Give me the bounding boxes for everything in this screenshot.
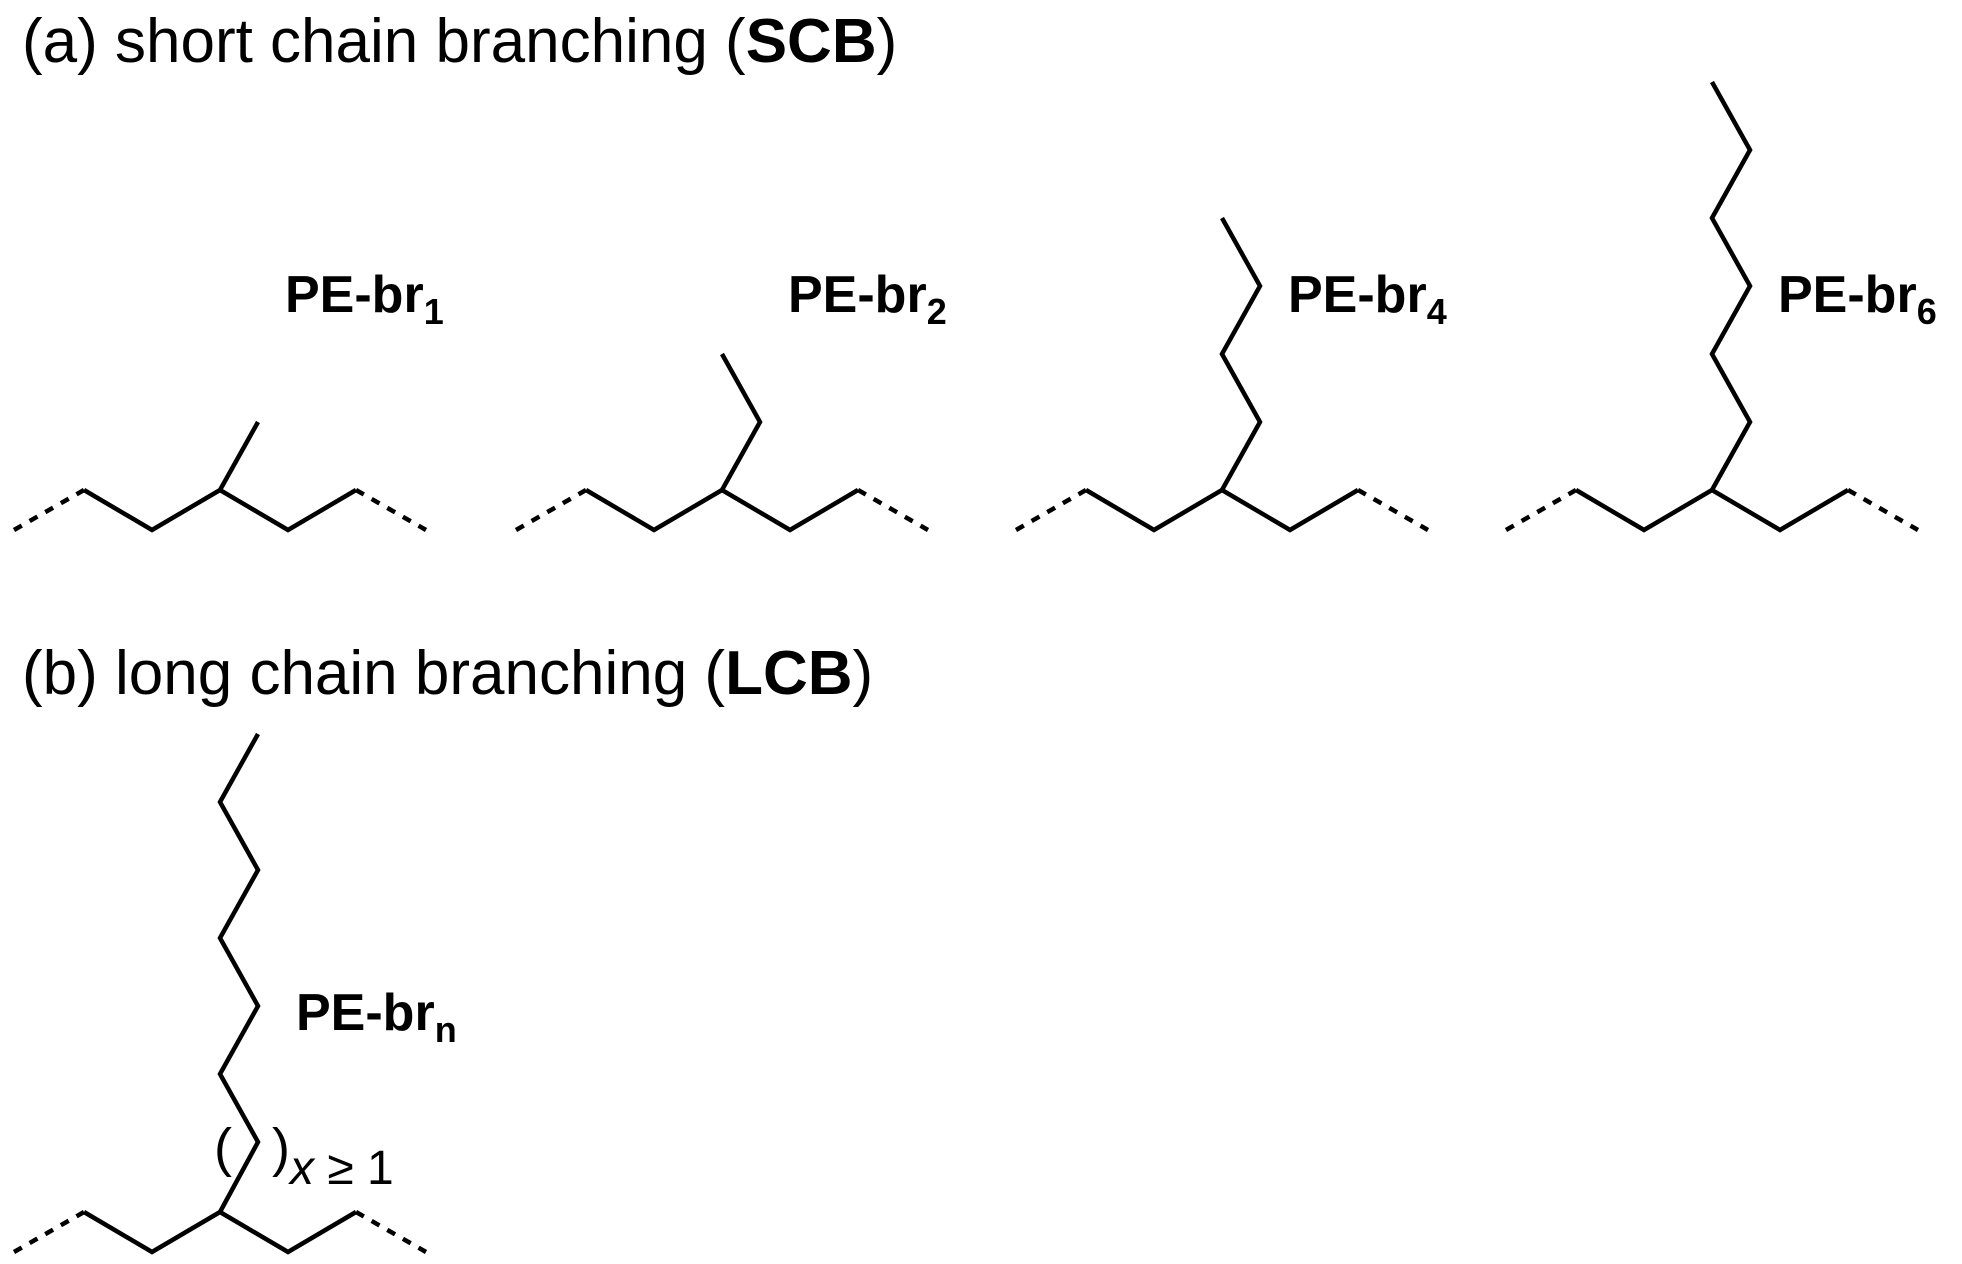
molecule-pe-br6: PE-br6 <box>1504 80 1937 533</box>
molecule-pe-br2: PE-br2 <box>514 266 947 533</box>
repeat-count-label: x ≥ 1 <box>288 1142 394 1195</box>
section-a-abbr: SCB <box>746 7 877 76</box>
open-paren: ( <box>214 1118 232 1178</box>
section-a-title: (a) short chain branching (SCB) <box>22 7 897 76</box>
backbone <box>82 487 358 533</box>
branch-chain <box>720 352 763 492</box>
branch-chain <box>218 420 260 492</box>
backbone-dash-left <box>514 488 588 532</box>
section-b-title: (b) long chain branching (LCB) <box>22 639 873 708</box>
backbone-dash-left <box>12 1210 86 1254</box>
repeat-cond: ≥ 1 <box>314 1142 394 1195</box>
section-b-suffix: ) <box>853 639 874 708</box>
molecule-label: PE-br1 <box>285 266 444 332</box>
section-b-prefix: (b) long chain branching ( <box>22 639 725 708</box>
molecule-pe-br1: PE-br1 <box>12 266 444 533</box>
backbone <box>1574 487 1850 533</box>
molecule-label: PE-br4 <box>1288 266 1447 332</box>
backbone-dash-right <box>354 488 428 532</box>
molecule-label: PE-brn <box>296 984 457 1050</box>
section-a-suffix: ) <box>877 7 898 76</box>
close-paren: ) <box>272 1118 290 1178</box>
molecule-label: PE-br2 <box>788 266 947 332</box>
molecule-label-sub: 2 <box>927 291 947 332</box>
molecule-label-base: PE-br <box>1288 266 1427 324</box>
backbone-dash-right <box>1846 488 1920 532</box>
section-a-prefix: (a) short chain branching ( <box>22 7 746 76</box>
branch-chain <box>1709 80 1753 492</box>
molecule-pe-brn: ( ) x ≥ 1 PE-brn <box>12 732 457 1255</box>
molecule-label-base: PE-br <box>788 266 927 324</box>
backbone-dash-left <box>12 488 86 532</box>
molecule-label-sub: 1 <box>424 291 444 332</box>
molecule-label-sub: 4 <box>1427 291 1447 332</box>
backbone-dash-left <box>1014 488 1088 532</box>
molecule-label: PE-br6 <box>1778 266 1937 332</box>
backbone <box>1084 487 1360 533</box>
molecule-label-base: PE-br <box>296 984 435 1042</box>
molecule-pe-br4: PE-br4 <box>1014 216 1447 533</box>
molecule-label-sub: 6 <box>1917 291 1937 332</box>
backbone-dash-right <box>856 488 930 532</box>
molecule-label-sub: n <box>435 1009 457 1050</box>
repeat-var: x <box>288 1142 316 1195</box>
backbone-dash-right <box>354 1210 428 1254</box>
molecule-label-base: PE-br <box>285 266 424 324</box>
molecule-label-base: PE-br <box>1778 266 1917 324</box>
backbone <box>82 1209 358 1255</box>
section-b-abbr: LCB <box>725 639 852 708</box>
backbone <box>584 487 860 533</box>
branch-chain <box>217 732 261 1214</box>
backbone-dash-left <box>1504 488 1578 532</box>
backbone-dash-right <box>1356 488 1430 532</box>
branch-chain <box>1219 216 1263 492</box>
